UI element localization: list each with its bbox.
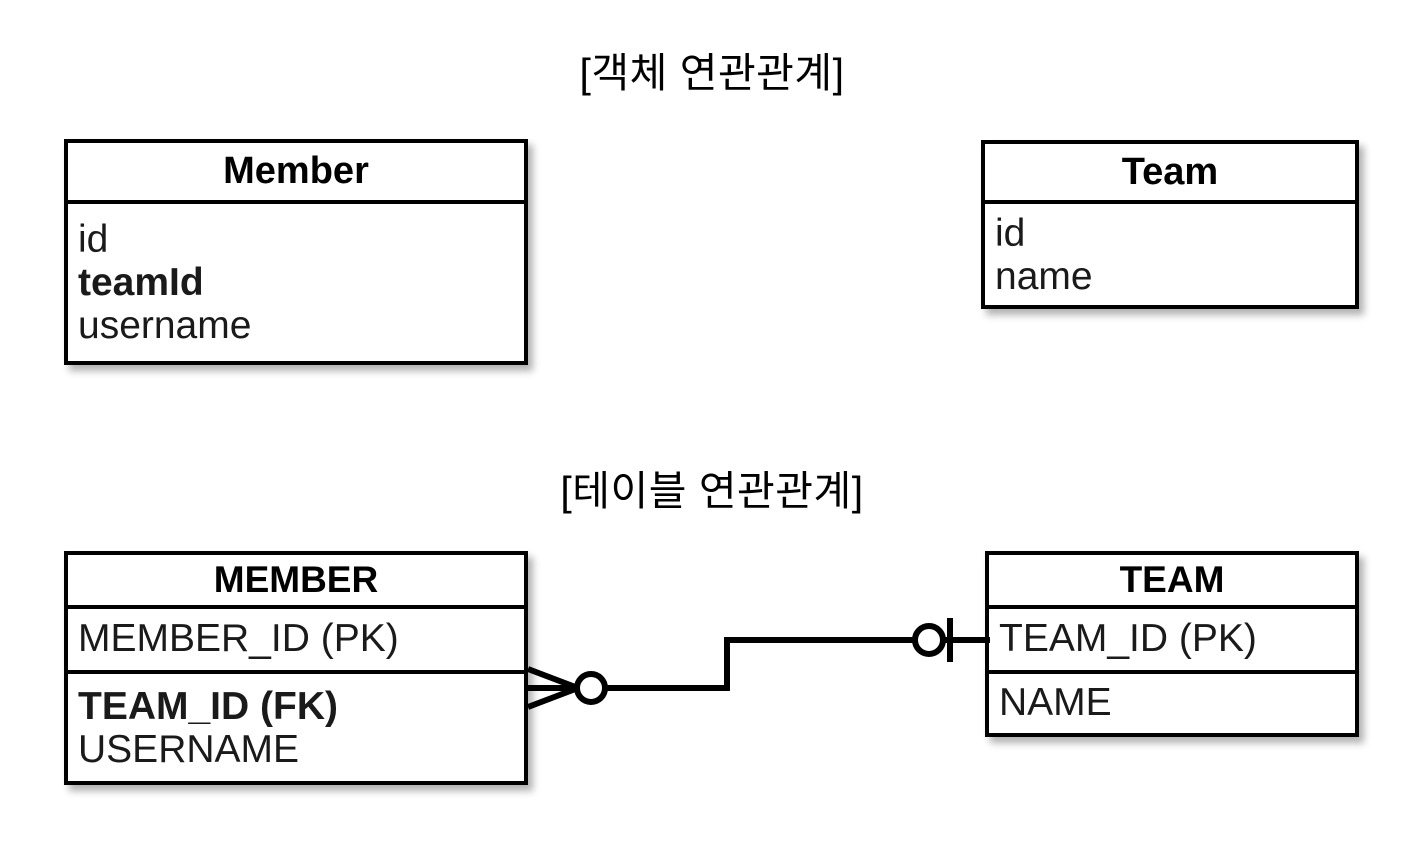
entity-key-section-member-table: MEMBER_ID (PK): [68, 609, 524, 670]
relationship-line: [605, 637, 915, 691]
entity-key-section-team-table: TEAM_ID (PK): [989, 609, 1355, 670]
table-model-title: [테이블 연관관계]: [560, 468, 864, 514]
object-model-title: [객체 연관관계]: [579, 50, 845, 96]
entity-field-section-team-table: NAME: [989, 670, 1355, 733]
attribute-id: id: [78, 218, 109, 262]
attribute-name: NAME: [999, 681, 1112, 725]
attribute-team-id-pk: TEAM_ID (PK): [999, 617, 1257, 661]
attribute-teamid: teamId: [78, 261, 204, 305]
attribute-name: name: [995, 254, 1093, 298]
entity-header-team-object: Team: [985, 144, 1355, 204]
zero-cardinality-circle-member: [574, 671, 608, 705]
entity-box-team-table[interactable]: TEAM TEAM_ID (PK) NAME: [985, 551, 1359, 737]
attribute-member-id-pk: MEMBER_ID (PK): [78, 617, 399, 661]
entity-attribute-list-team-object: id name: [985, 204, 1355, 305]
attribute-id: id: [995, 211, 1026, 255]
attribute-team-id-fk: TEAM_ID (FK): [78, 684, 338, 728]
entity-header-member-table: MEMBER: [68, 555, 524, 609]
entity-header-team-table: TEAM: [989, 555, 1355, 609]
entity-box-member-object[interactable]: Member id teamId username: [64, 139, 528, 365]
entity-field-section-member-table: TEAM_ID (FK) USERNAME: [68, 670, 524, 781]
entity-attribute-list-member-object: id teamId username: [68, 204, 524, 361]
attribute-username: USERNAME: [78, 727, 300, 771]
attribute-username: username: [78, 303, 252, 347]
entity-box-team-object[interactable]: Team id name: [981, 140, 1359, 309]
relationship-connector-member-team[interactable]: [510, 590, 1010, 730]
entity-box-member-table[interactable]: MEMBER MEMBER_ID (PK) TEAM_ID (FK) USERN…: [64, 551, 528, 785]
crows-foot-many-symbol: [526, 666, 580, 710]
entity-header-member-object: Member: [68, 143, 524, 204]
zero-cardinality-circle-team: [912, 623, 946, 657]
